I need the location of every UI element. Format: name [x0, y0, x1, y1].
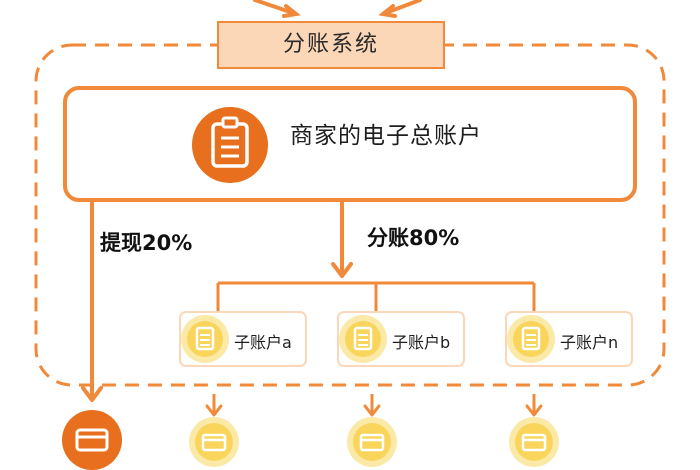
sub-account-b-label: 子账户b [392, 333, 451, 352]
card-icon [62, 410, 122, 470]
main-account-label: 商家的电子总账户 [290, 123, 482, 149]
sub-account-n-label: 子账户n [560, 333, 619, 352]
card-icon [509, 417, 559, 467]
system-title-box [217, 21, 445, 69]
card-icon [189, 417, 239, 467]
sub-account-n [505, 311, 633, 367]
sub-account-a [179, 311, 307, 367]
incoming-arrows [253, 0, 422, 18]
card-icon [347, 417, 397, 467]
arrowheads [81, 262, 543, 417]
connectors [90, 200, 536, 414]
sub-account-b [337, 311, 465, 367]
clipboard-icon [192, 107, 268, 183]
sub-account-a-label: 子账户a [234, 333, 292, 352]
system-title: 分账系统 [282, 32, 379, 57]
withdraw-edge-label: 提现20% [100, 231, 193, 255]
split-edge-label: 分账80% [367, 226, 460, 250]
